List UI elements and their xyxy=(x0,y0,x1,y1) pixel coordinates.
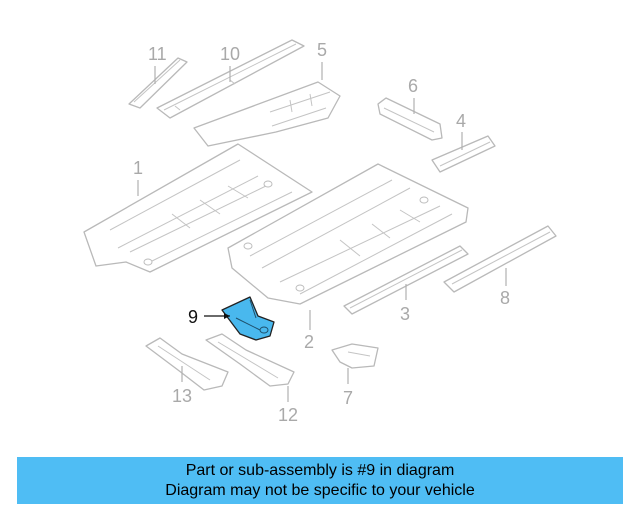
banner-line-1: Part or sub-assembly is #9 in diagram xyxy=(185,461,455,479)
part-1 xyxy=(83,143,313,273)
parts-diagram: 11 10 5 6 4 1 2 3 8 13 12 7 9 xyxy=(83,39,557,425)
part-6 xyxy=(377,97,443,141)
part-7 xyxy=(331,343,379,369)
callout-2: 2 xyxy=(304,332,314,352)
part-8 xyxy=(443,225,557,293)
callout-10: 10 xyxy=(220,44,240,64)
info-banner: Part or sub-assembly is #9 in diagram Di… xyxy=(17,457,623,504)
part-11 xyxy=(128,57,188,109)
callout-9: 9 xyxy=(188,307,198,327)
callout-5: 5 xyxy=(317,40,327,60)
callout-4: 4 xyxy=(456,111,466,131)
part-5 xyxy=(193,81,341,147)
part-2 xyxy=(227,163,469,305)
leader-lines xyxy=(137,62,507,402)
callout-13: 13 xyxy=(172,386,192,406)
callout-3: 3 xyxy=(400,304,410,324)
callout-12: 12 xyxy=(278,405,298,425)
banner-line-2: Diagram may not be specific to your vehi… xyxy=(165,481,475,499)
part-9-highlighted xyxy=(221,296,275,341)
callout-11: 11 xyxy=(148,44,167,64)
part-12 xyxy=(205,333,295,387)
part-3 xyxy=(343,245,469,315)
callout-1: 1 xyxy=(133,158,143,178)
callout-7: 7 xyxy=(343,388,353,408)
callout-8: 8 xyxy=(500,288,510,308)
part-4 xyxy=(431,135,496,173)
callout-6: 6 xyxy=(408,76,418,96)
